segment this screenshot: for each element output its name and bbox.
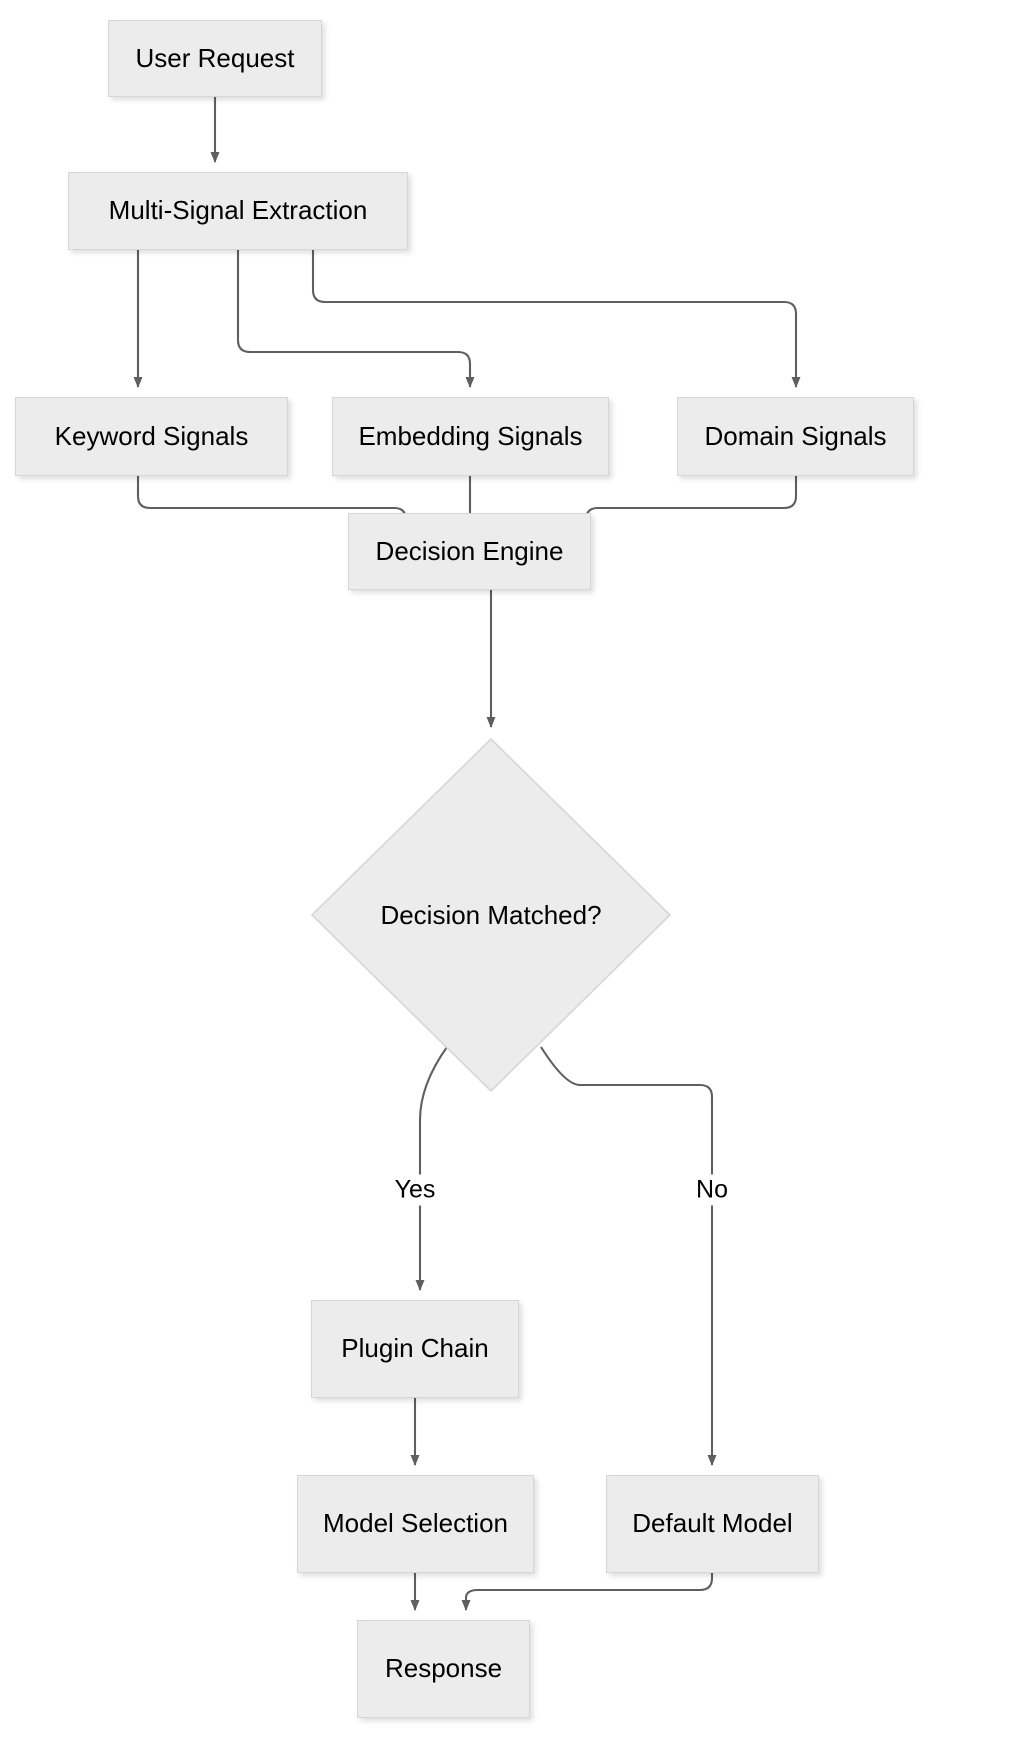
edge-default-model-to-response [461, 1573, 714, 1611]
node-model-selection[interactable]: Model Selection [297, 1475, 534, 1573]
node-user-request[interactable]: User Request [108, 20, 322, 97]
edge-decision-matched-no-to-default-model [540, 1046, 717, 1466]
node-response[interactable]: Response [357, 1620, 530, 1718]
edge-multi-signal-to-domain [311, 250, 801, 388]
node-multi-signal-extraction[interactable]: Multi-Signal Extraction [68, 172, 408, 250]
node-model-selection-label: Model Selection [323, 1508, 508, 1539]
node-decision-matched-label: Decision Matched? [380, 899, 602, 930]
edge-decision-matched-yes-to-plugin-chain [415, 1046, 448, 1291]
node-domain-signals-label: Domain Signals [704, 420, 887, 451]
node-embedding-signals[interactable]: Embedding Signals [332, 397, 609, 476]
diamond-shape [310, 737, 672, 1093]
node-user-request-label: User Request [135, 42, 295, 73]
edge-multi-signal-to-embedding [236, 250, 475, 388]
node-decision-engine-label: Decision Engine [375, 535, 564, 566]
node-keyword-signals-label: Keyword Signals [54, 420, 249, 451]
node-plugin-chain-label: Plugin Chain [341, 1333, 489, 1364]
node-keyword-signals[interactable]: Keyword Signals [15, 397, 288, 476]
edge-label-no: No [691, 1174, 733, 1206]
node-decision-matched[interactable]: Decision Matched? [310, 737, 672, 1093]
node-plugin-chain[interactable]: Plugin Chain [311, 1300, 519, 1398]
node-embedding-signals-label: Embedding Signals [358, 420, 583, 451]
node-multi-signal-extraction-label: Multi-Signal Extraction [108, 195, 368, 226]
node-domain-signals[interactable]: Domain Signals [677, 397, 914, 476]
node-decision-engine[interactable]: Decision Engine [348, 513, 591, 590]
node-response-label: Response [384, 1653, 503, 1684]
node-default-model[interactable]: Default Model [606, 1475, 819, 1573]
edge-label-yes: Yes [389, 1174, 441, 1206]
node-default-model-label: Default Model [632, 1508, 793, 1539]
